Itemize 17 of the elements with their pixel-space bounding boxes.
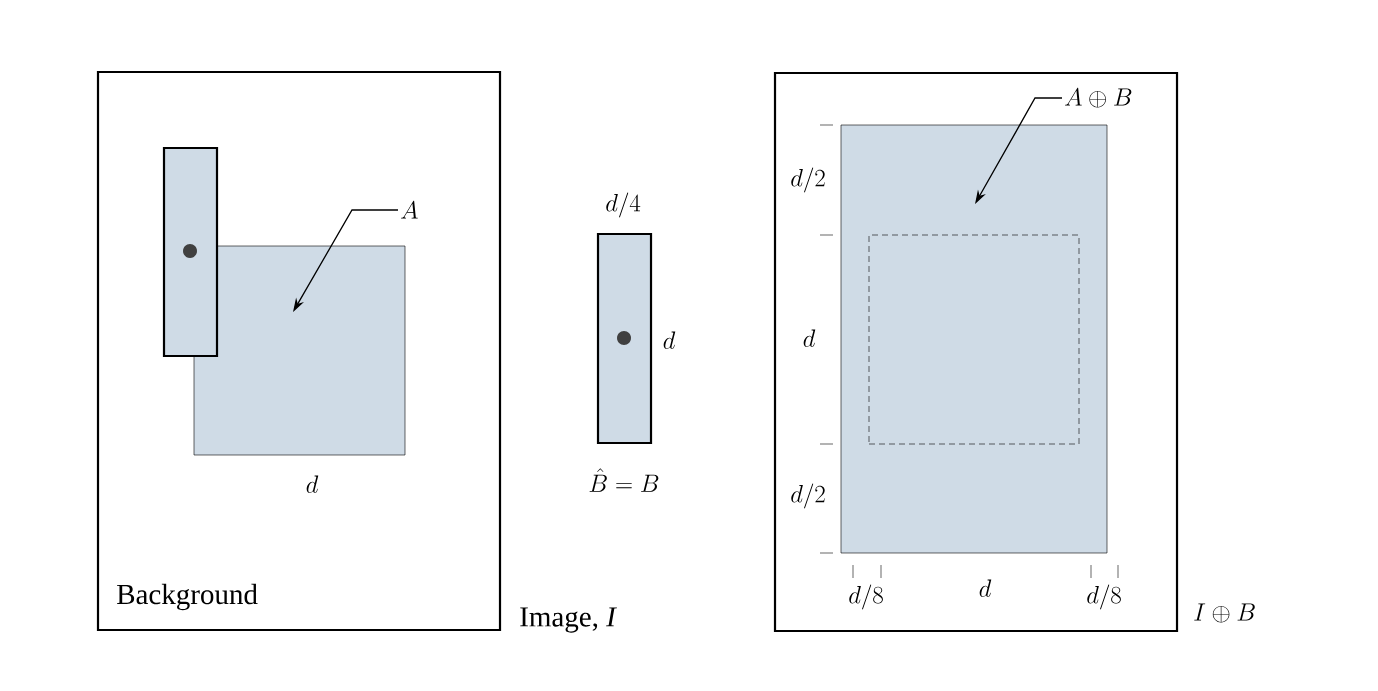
dimension-label: $d/4$	[606, 192, 641, 218]
dimension-label: $d$	[306, 475, 319, 493]
dimension-label: $d$	[663, 331, 676, 349]
dimension-label: $d$	[979, 579, 992, 597]
image-caption: Image, I	[520, 607, 617, 633]
dimension-label: $d$	[803, 329, 816, 347]
set-label: $A \oplus B$	[1065, 87, 1132, 108]
dimension-label: $\hat{B} = B$	[589, 468, 659, 492]
dimension-label: $d/2$	[791, 167, 825, 193]
set-label: $A$	[401, 200, 418, 219]
dilated-region	[840, 124, 1108, 554]
dimension-label: $d/8$	[1087, 584, 1121, 610]
region-label: Background	[117, 583, 258, 611]
image-caption: $I \oplus B$	[1194, 603, 1255, 623]
dashed-square	[868, 234, 1080, 445]
dimension-label: $d/2$	[791, 483, 825, 509]
dimension-label: $d/8$	[849, 584, 883, 610]
